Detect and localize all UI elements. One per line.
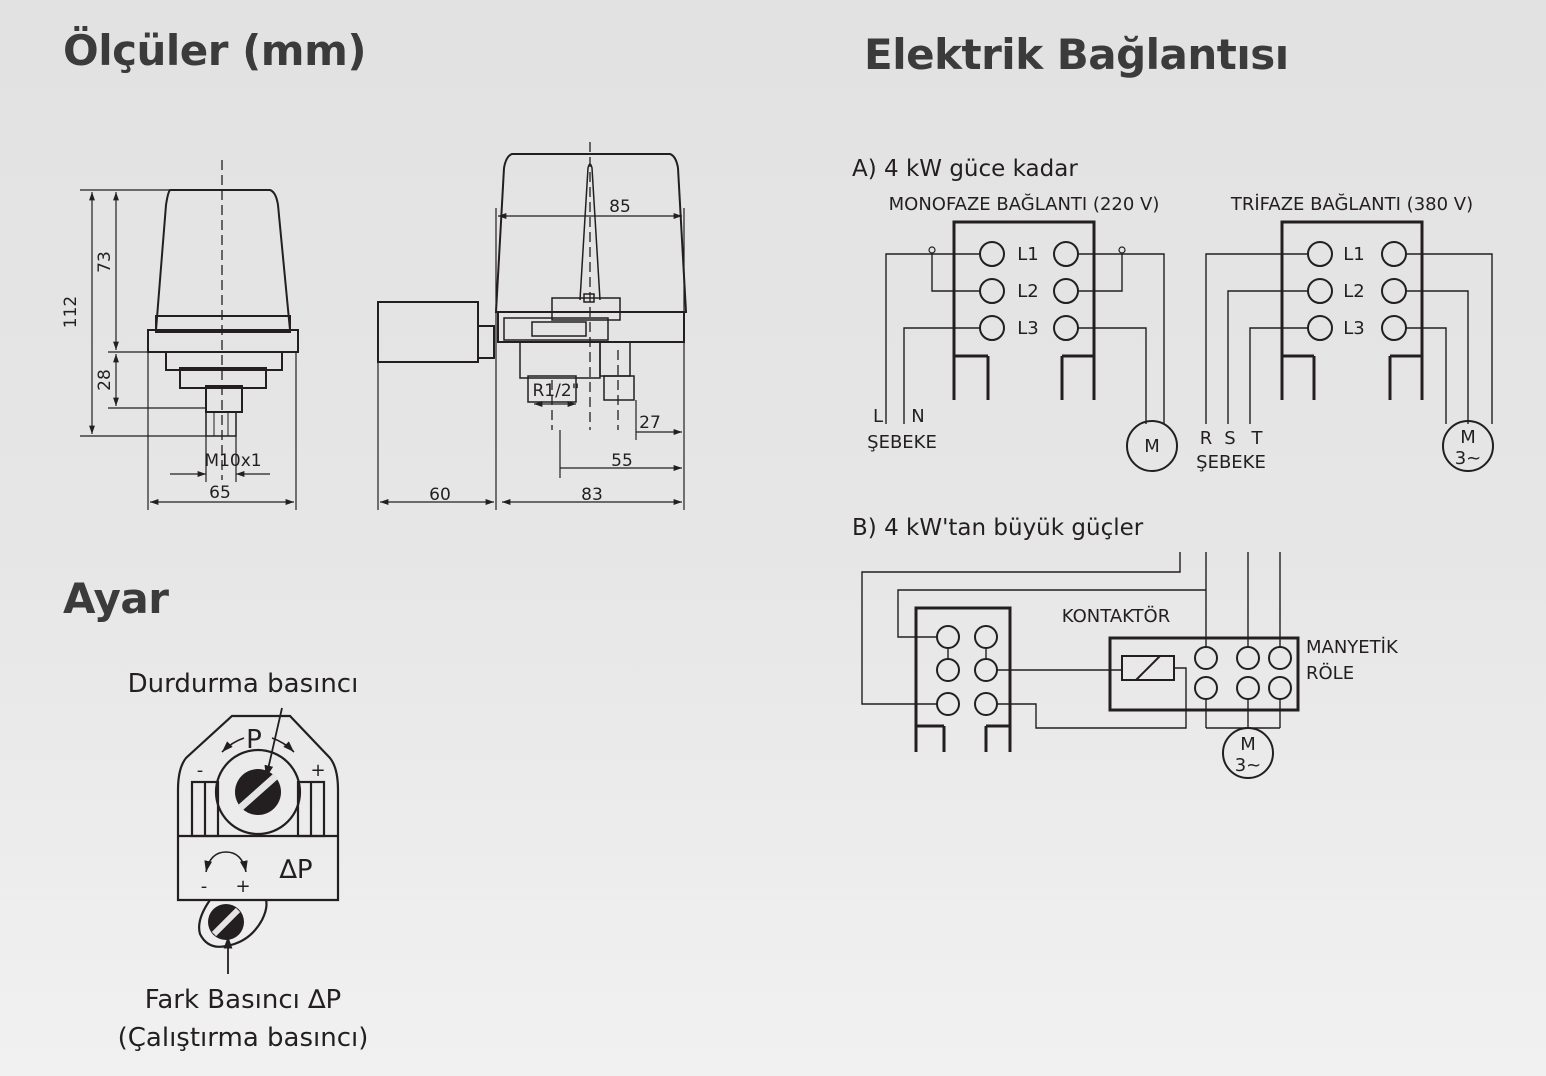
contactor-wiring [861,552,1300,779]
tri-terminal-l1: L1 [1343,244,1364,265]
p-plus-label: + [310,760,325,781]
three-phase-wiring [1205,220,1494,472]
tri-line-t: T [1251,428,1264,449]
tri-title: TRİFAZE BAĞLANTI (380 V) [1230,193,1473,215]
tri-line-r: R [1200,428,1213,449]
tri-motor-3ph-label: 3~ [1455,448,1482,469]
contactor-label: KONTAKTÖR [1062,605,1170,627]
diff-pressure-label: Fark Basıncı ∆P [145,985,341,1015]
stop-pressure-label: Durdurma basıncı [128,669,359,699]
mono-mains-label: ŞEBEKE [867,432,937,453]
mono-line-n: N [911,406,924,427]
dim-55: 55 [611,451,633,471]
dim-60: 60 [429,485,451,505]
side-view-drawing [377,142,688,430]
relay-label-line2: RÖLE [1306,662,1354,684]
tri-line-s: S [1224,428,1235,449]
delta-p-label: ∆P [278,855,312,885]
dim-28: 28 [95,369,115,391]
mono-terminal-l1: L1 [1017,244,1038,265]
tri-motor-m-label: M [1460,427,1476,448]
dp-minus-label: - [201,876,208,897]
mono-line-l: L [873,406,883,427]
pressure-p-label: P [246,725,262,755]
dimensions-heading: Ölçüler (mm) [63,26,367,75]
relay-label-line1: MANYETİK [1306,637,1399,658]
dim-112: 112 [61,296,81,328]
mono-motor-label: M [1144,436,1160,457]
section-a-title: A) 4 kW güce kadar [852,156,1078,182]
electrical-heading: Elektrik Bağlantısı [864,30,1289,79]
mono-phase-wiring [885,220,1178,472]
dim-pipe-thread: R1/2" [533,381,580,401]
pressure-switch-adjustment-drawing [176,707,340,974]
dim-65: 65 [209,483,231,503]
mono-title: MONOFAZE BAĞLANTI (220 V) [889,193,1160,215]
p-minus-label: - [197,760,204,781]
dim-83: 83 [581,485,603,505]
b-motor-3ph-label: 3~ [1235,755,1262,776]
tri-terminal-l3: L3 [1343,318,1364,339]
start-pressure-label: (Çalıştırma basıncı) [118,1023,369,1053]
section-b-title: B) 4 kW'tan büyük güçler [852,515,1144,541]
dim-27: 27 [639,413,661,433]
dim-73: 73 [95,251,115,273]
dim-85: 85 [609,197,631,217]
tri-terminal-l2: L2 [1343,281,1364,302]
side-view-dimensions [377,208,685,510]
adjustment-heading: Ayar [63,574,169,623]
front-view-drawing [147,160,299,480]
b-motor-m-label: M [1240,734,1256,755]
tri-mains-label: ŞEBEKE [1196,452,1266,473]
front-view-dimensions [80,189,297,510]
mono-terminal-l3: L3 [1017,318,1038,339]
dim-thread: M10x1 [204,451,261,471]
mono-terminal-l2: L2 [1017,281,1038,302]
dp-plus-label: + [235,876,250,897]
